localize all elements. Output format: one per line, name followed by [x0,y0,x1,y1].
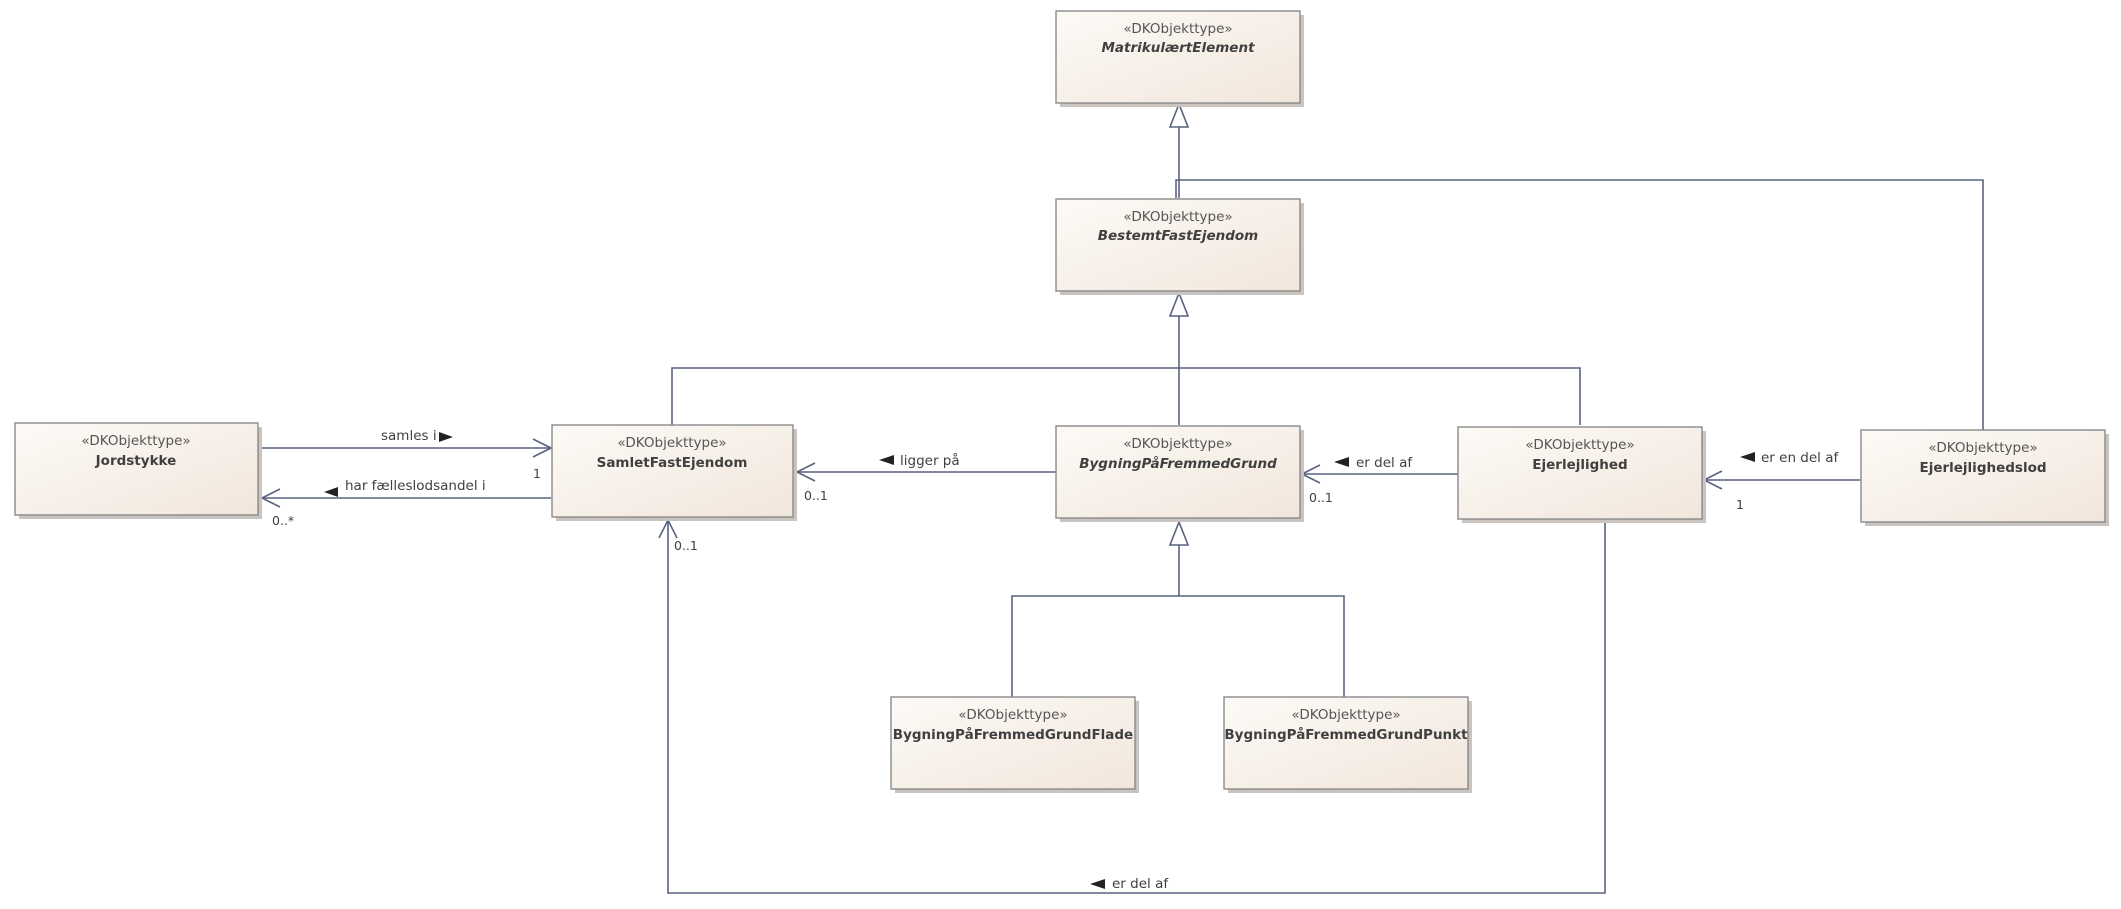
stereotype-label: «DKObjekttype» [617,435,726,451]
multiplicity-har-faelleslodsandel-i: 0..* [272,513,294,528]
stereotype-label: «DKObjekttype» [1928,440,2037,456]
label-har-faelleslodsandel-i: har fælleslodsandel i [345,478,486,494]
generalization-edges [671,101,1984,697]
class-name: Ejerlejlighedslod [1919,460,2046,476]
stereotype-label: «DKObjekttype» [1123,436,1232,452]
class-bestemt-fast-ejendom[interactable]: «DKObjekttype» BestemtFastEjendom [1055,198,1304,295]
label-er-del-af-bygning: er del af [1356,455,1413,471]
multiplicity-er-del-af-bygning: 0..1 [1309,490,1333,505]
class-name: BygningPåFremmedGrundPunkt [1224,726,1468,743]
generalization-arrowhead-bygning [1168,519,1190,546]
stereotype-label: «DKObjekttype» [1123,209,1232,225]
multiplicity-samles-i: 1 [533,466,541,481]
multiplicity-ligger-paa: 0..1 [804,488,828,503]
class-name: SamletFastEjendom [597,455,748,471]
class-bygning-paa-fremmed-grund[interactable]: «DKObjekttype» BygningPåFremmedGrund [1055,425,1304,522]
generalization-flade-to-bygning[interactable] [1011,595,1345,697]
label-er-en-del-af: er en del af [1761,450,1839,466]
direction-arrow-ligger-paa [879,455,894,465]
label-er-del-af-samlet: er del af [1112,876,1169,892]
multiplicity-er-en-del-af: 1 [1736,497,1744,512]
generalization-ejerlejlighedslod-to-matrikulaert[interactable] [1175,179,1984,430]
class-name: MatrikulærtElement [1101,40,1255,56]
class-name: Jordstykke [95,453,177,469]
direction-arrow-er-del-af-bygning [1334,457,1349,467]
stereotype-label: «DKObjekttype» [81,433,190,449]
class-ejerlejlighed[interactable]: «DKObjekttype» Ejerlejlighed [1457,426,1706,523]
class-jordstykke[interactable]: «DKObjekttype» Jordstykke [14,422,262,519]
stereotype-label: «DKObjekttype» [958,707,1067,723]
direction-arrow-er-del-af-samlet [1090,879,1105,889]
class-ejerlejlighedslod[interactable]: «DKObjekttype» Ejerlejlighedslod [1860,429,2109,526]
generalization-arrowhead-bestemt [1168,290,1190,317]
open-arrowhead-samles-i [532,438,553,458]
generalization-ejerlejlighed-to-bestemt[interactable] [1179,367,1581,425]
association-er-del-af-samlet[interactable] [667,520,1606,894]
stereotype-label: «DKObjekttype» [1525,437,1634,453]
class-name: BygningPåFremmedGrund [1079,455,1277,472]
label-samles-i: samles i [381,428,437,444]
stereotype-label: «DKObjekttype» [1123,21,1232,37]
class-matrikulaert-element[interactable]: «DKObjekttype» MatrikulærtElement [1055,10,1304,107]
class-name: BestemtFastEjendom [1098,228,1259,244]
association-edges: samles i 1 har fælleslodsandel i 0..* li… [260,428,1860,894]
direction-arrow-er-en-del-af [1740,452,1755,462]
direction-arrow-har-faelleslodsandel-i [324,487,338,497]
label-ligger-paa: ligger på [900,452,960,469]
multiplicity-er-del-af-samlet: 0..1 [674,538,698,553]
direction-arrow-samles-i [439,432,453,442]
class-samlet-fast-ejendom[interactable]: «DKObjekttype» SamletFastEjendom [551,424,797,521]
stereotype-label: «DKObjekttype» [1291,707,1400,723]
class-bygning-paa-fremmed-grund-flade[interactable]: «DKObjekttype» BygningPåFremmedGrundFlad… [890,696,1139,793]
class-name: Ejerlejlighed [1532,457,1627,473]
class-name: BygningPåFremmedGrundFlade [893,726,1133,743]
class-bygning-paa-fremmed-grund-punkt[interactable]: «DKObjekttype» BygningPåFremmedGrundPunk… [1223,696,1472,793]
generalization-arrowhead-matrikulaert [1168,101,1190,128]
generalization-samlet-to-bestemt[interactable] [671,367,1179,425]
